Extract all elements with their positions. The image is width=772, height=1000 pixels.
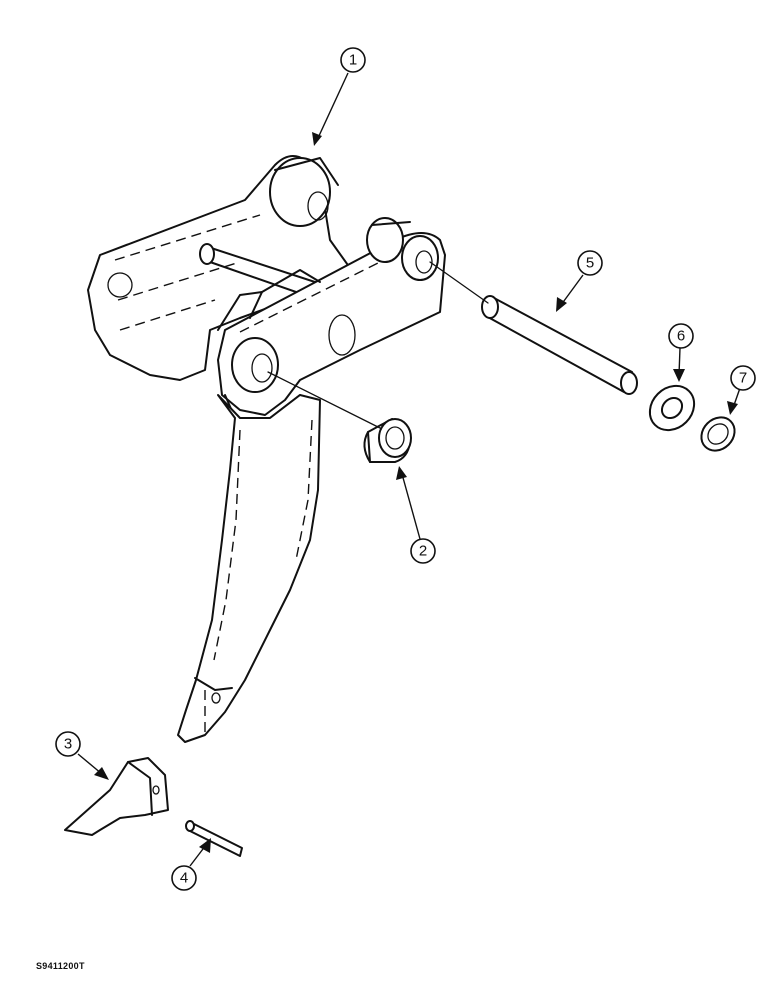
snap-ring-part bbox=[700, 416, 736, 452]
leader-lines bbox=[77, 72, 741, 867]
figure-reference-code: S9411200T bbox=[36, 961, 85, 971]
callout-5-number: 5 bbox=[586, 255, 594, 272]
callout-1: 1 bbox=[340, 47, 366, 73]
tooth-pin-part bbox=[185, 820, 243, 857]
callout-4-number: 4 bbox=[180, 870, 188, 887]
bushing-part bbox=[363, 418, 412, 463]
callout-7: 7 bbox=[730, 365, 756, 391]
callout-3-number: 3 bbox=[64, 736, 72, 753]
callout-3: 3 bbox=[55, 731, 81, 757]
callout-1-number: 1 bbox=[349, 52, 357, 69]
washer-part bbox=[648, 384, 696, 432]
callout-4: 4 bbox=[171, 865, 197, 891]
callout-6: 6 bbox=[668, 323, 694, 349]
pivot-pin-part bbox=[481, 295, 638, 395]
callout-2-number: 2 bbox=[419, 543, 427, 560]
callout-2: 2 bbox=[410, 538, 436, 564]
ripper-frame bbox=[87, 155, 446, 743]
callout-5: 5 bbox=[577, 250, 603, 276]
callout-7-number: 7 bbox=[739, 370, 747, 387]
callout-6-number: 6 bbox=[677, 328, 685, 345]
ripper-tooth-part bbox=[64, 757, 169, 836]
